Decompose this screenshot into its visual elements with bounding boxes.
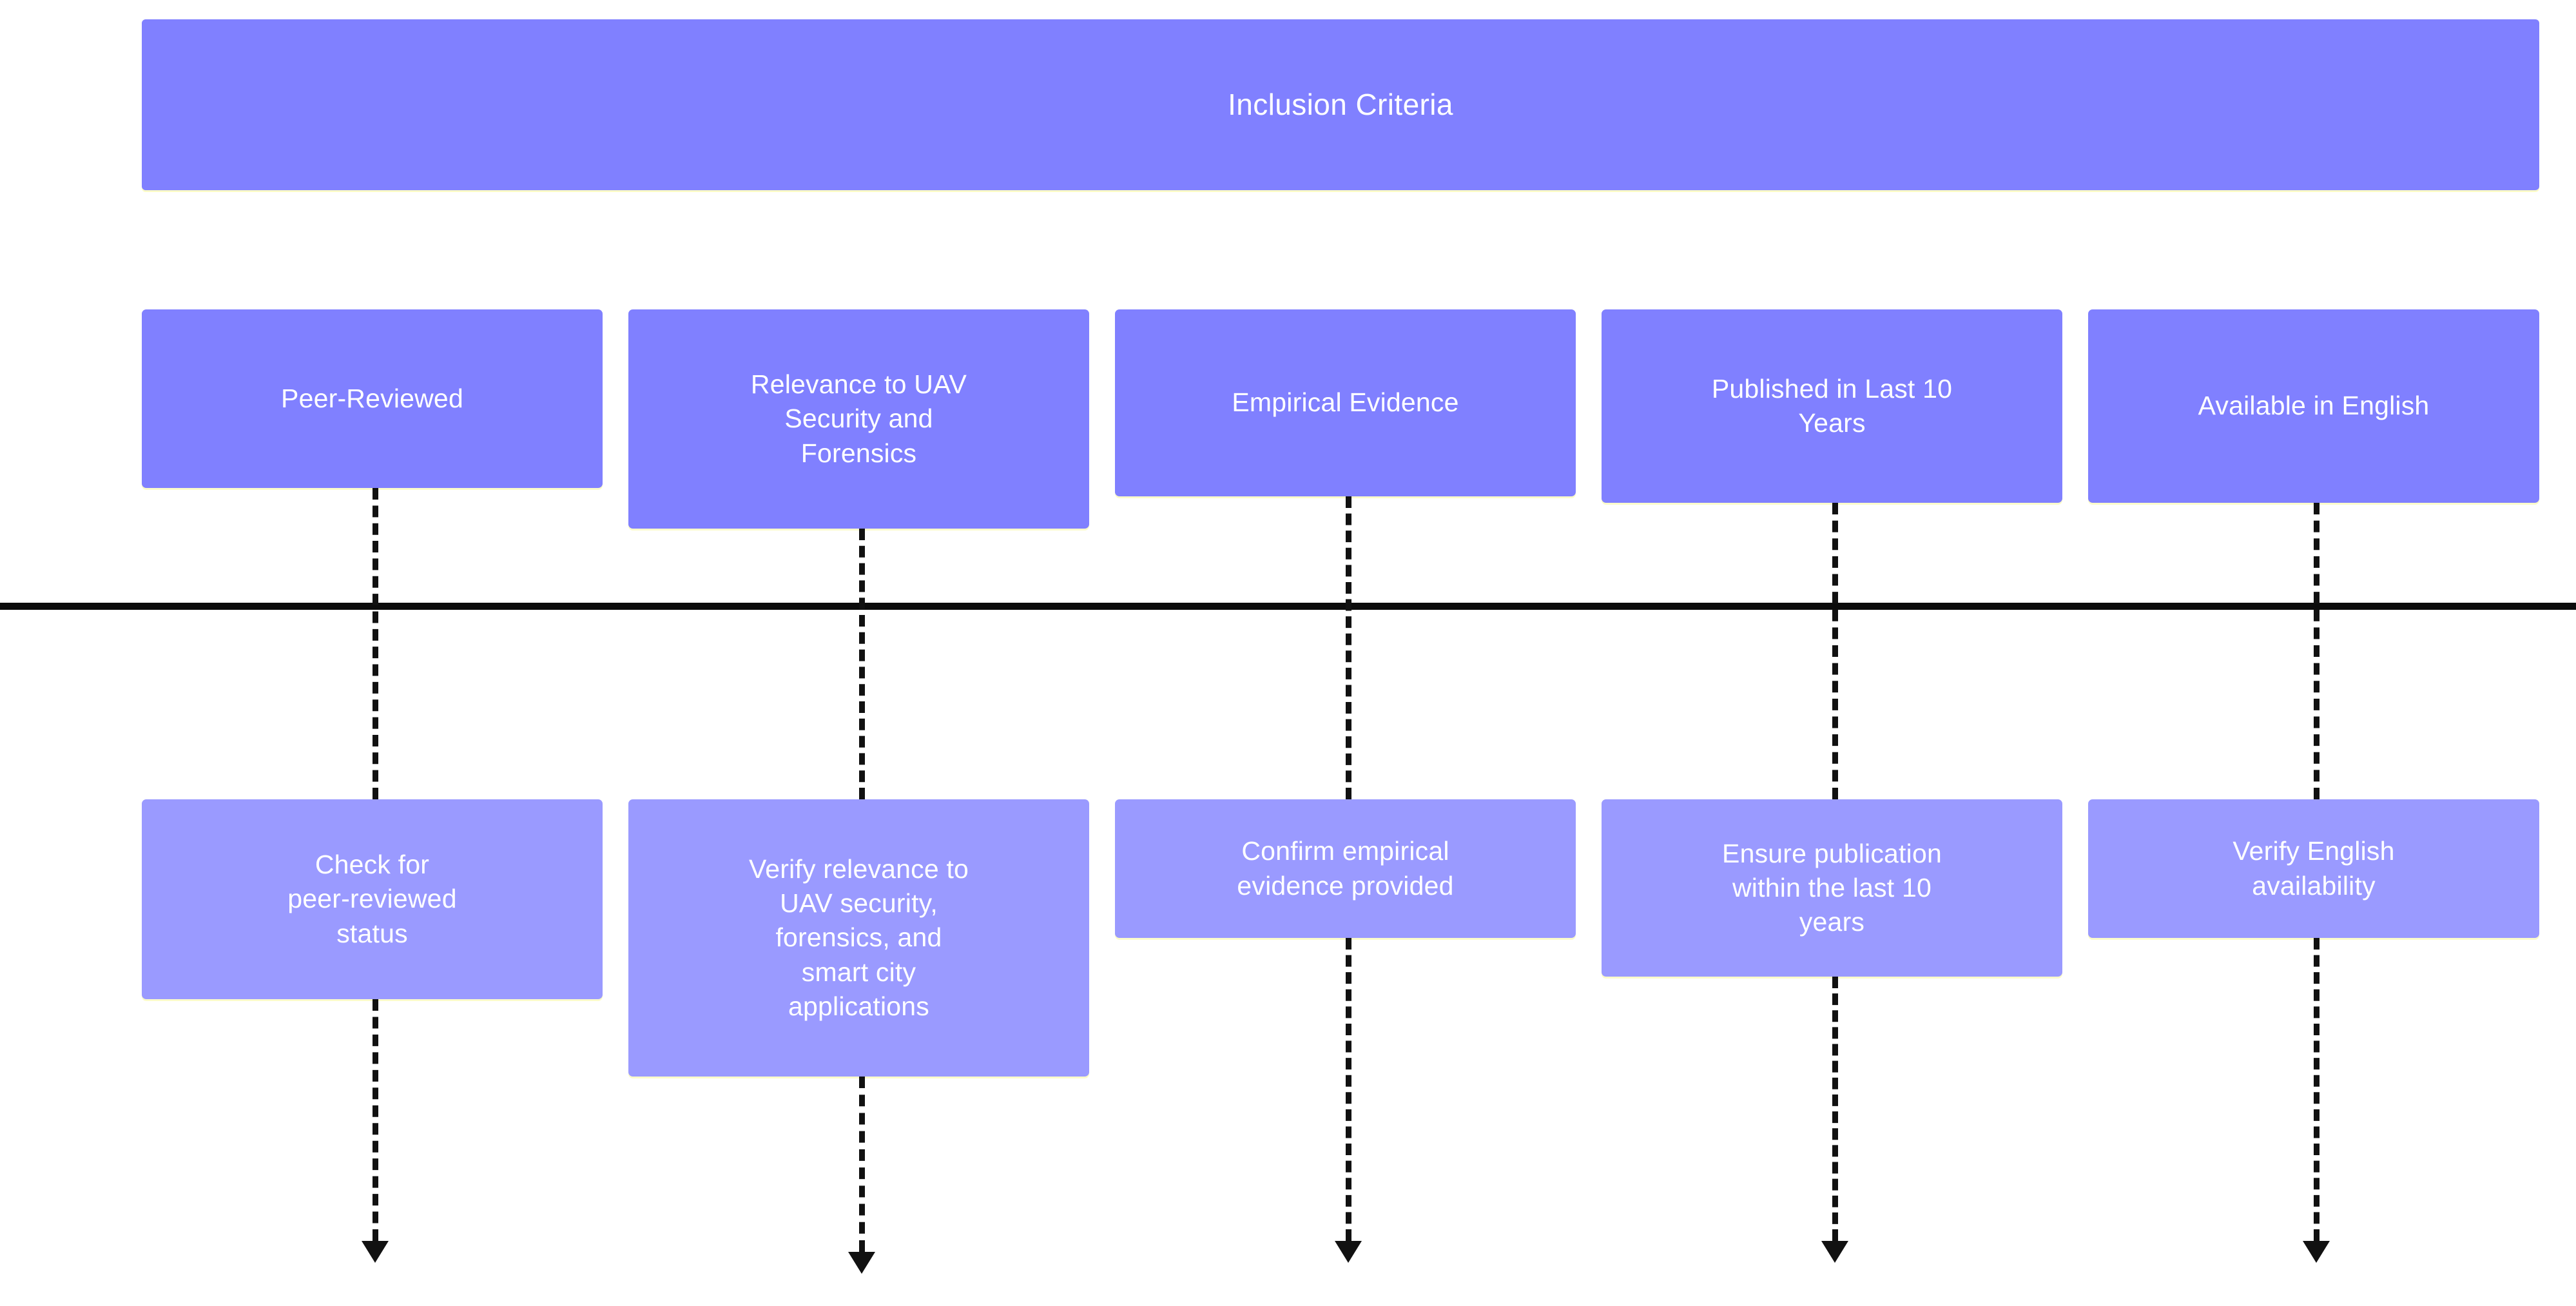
criteria-label: Published in Last 10 Years [1711,373,1953,438]
connector-criteria-to-action-2 [859,529,865,799]
action-box-verify-relevance[interactable]: Verify relevance to UAV security, forens… [628,799,1089,1077]
action-box-ensure-publication-window[interactable]: Ensure publication within the last 10 ye… [1602,799,2062,977]
connector-action-to-arrow-1 [373,999,378,1241]
connector-action-to-arrow-5 [2314,938,2319,1241]
arrow-head-icon-3 [1335,1241,1362,1263]
action-label: Confirm empirical evidence provided [1237,836,1454,901]
criteria-label: Relevance to UAV Security and Forensics [750,369,967,468]
criteria-box-peer-reviewed[interactable]: Peer-Reviewed [142,309,603,488]
action-box-confirm-empirical-evidence[interactable]: Confirm empirical evidence provided [1115,799,1576,938]
arrow-head-icon-2 [848,1252,875,1274]
page-title: Inclusion Criteria [1228,87,1453,121]
criteria-label: Available in English [2198,391,2430,421]
action-label: Verify English availability [2232,836,2395,901]
arrow-head-icon-1 [362,1241,389,1263]
action-box-verify-english-availability[interactable]: Verify English availability [2088,799,2539,938]
arrow-head-icon-4 [1821,1241,1848,1263]
connector-action-to-arrow-2 [859,1077,865,1252]
criteria-box-empirical-evidence[interactable]: Empirical Evidence [1115,309,1576,496]
connector-action-to-arrow-3 [1346,938,1351,1241]
horizontal-divider [0,603,2576,610]
connector-criteria-to-action-1 [373,488,378,799]
criteria-box-published-last-10-years[interactable]: Published in Last 10 Years [1602,309,2062,503]
diagram-header-banner: Inclusion Criteria [142,19,2539,190]
criteria-box-available-in-english[interactable]: Available in English [2088,309,2539,503]
arrow-head-icon-5 [2303,1241,2330,1263]
action-label: Verify relevance to UAV security, forens… [748,853,969,1021]
connector-criteria-to-action-5 [2314,503,2319,799]
criteria-label: Peer-Reviewed [281,383,463,413]
connector-action-to-arrow-4 [1832,977,1838,1241]
connector-criteria-to-action-3 [1346,496,1351,799]
action-box-check-peer-reviewed[interactable]: Check for peer-reviewed status [142,799,603,999]
criteria-box-relevance-uav[interactable]: Relevance to UAV Security and Forensics [628,309,1089,529]
action-label: Ensure publication within the last 10 ye… [1722,838,1942,937]
criteria-label: Empirical Evidence [1232,387,1459,418]
action-label: Check for peer-reviewed status [287,850,457,948]
connector-criteria-to-action-4 [1832,503,1838,799]
